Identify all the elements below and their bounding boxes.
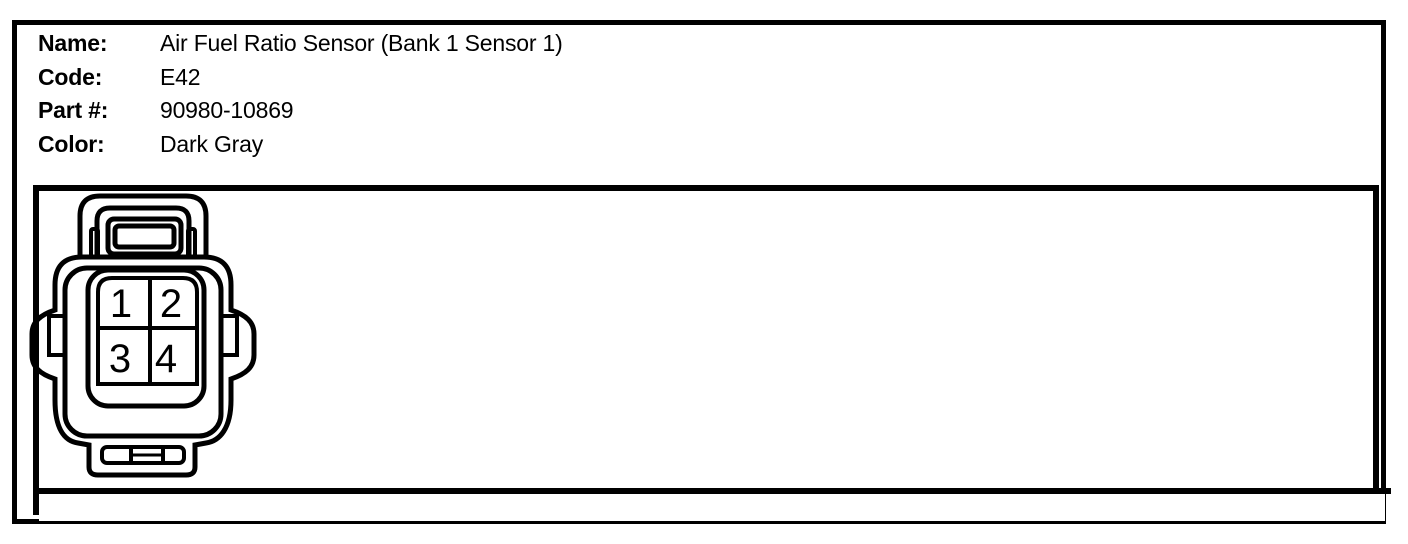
code-value: E42 (160, 63, 201, 90)
connector-header: Name: Air Fuel Ratio Sensor (Bank 1 Sens… (38, 27, 938, 161)
part-number-value: 90980-10869 (160, 97, 294, 124)
bottom-strip-row (39, 494, 1385, 521)
info-row-part: Part #: 90980-10869 (38, 94, 938, 128)
connector-body-outline (29, 254, 257, 478)
connector-diagram-box (33, 185, 1379, 515)
name-value: Air Fuel Ratio Sensor (Bank 1 Sensor 1) (160, 30, 563, 57)
latch-flange-left (89, 227, 100, 259)
latch-outer (94, 205, 192, 259)
part-number-label: Part #: (38, 97, 109, 124)
info-row-name: Name: Air Fuel Ratio Sensor (Bank 1 Sens… (38, 27, 938, 61)
latch-inner (112, 223, 177, 250)
pin-4-label: 4 (155, 337, 177, 381)
pin-housing (85, 267, 207, 409)
pin-3-label: 3 (109, 337, 131, 381)
pin-1-label: 1 (110, 282, 132, 326)
bottom-strip-divider (33, 488, 1391, 494)
pin-grid-outline (96, 276, 199, 386)
pin-2-label: 2 (160, 282, 182, 326)
code-label: Code: (38, 63, 103, 90)
name-label: Name: (38, 30, 108, 57)
info-row-code: Code: E42 (38, 61, 938, 95)
color-value: Dark Gray (160, 130, 263, 157)
color-label: Color: (38, 130, 105, 157)
latch-flange-right (186, 227, 197, 259)
latch-middle (105, 216, 184, 257)
wing-slot-left (47, 314, 66, 357)
info-row-color: Color: Dark Gray (38, 128, 938, 162)
page-border (12, 20, 1386, 524)
wing-slot-right (220, 314, 239, 357)
connector-dome (77, 193, 209, 259)
bottom-tab-band (100, 445, 186, 465)
